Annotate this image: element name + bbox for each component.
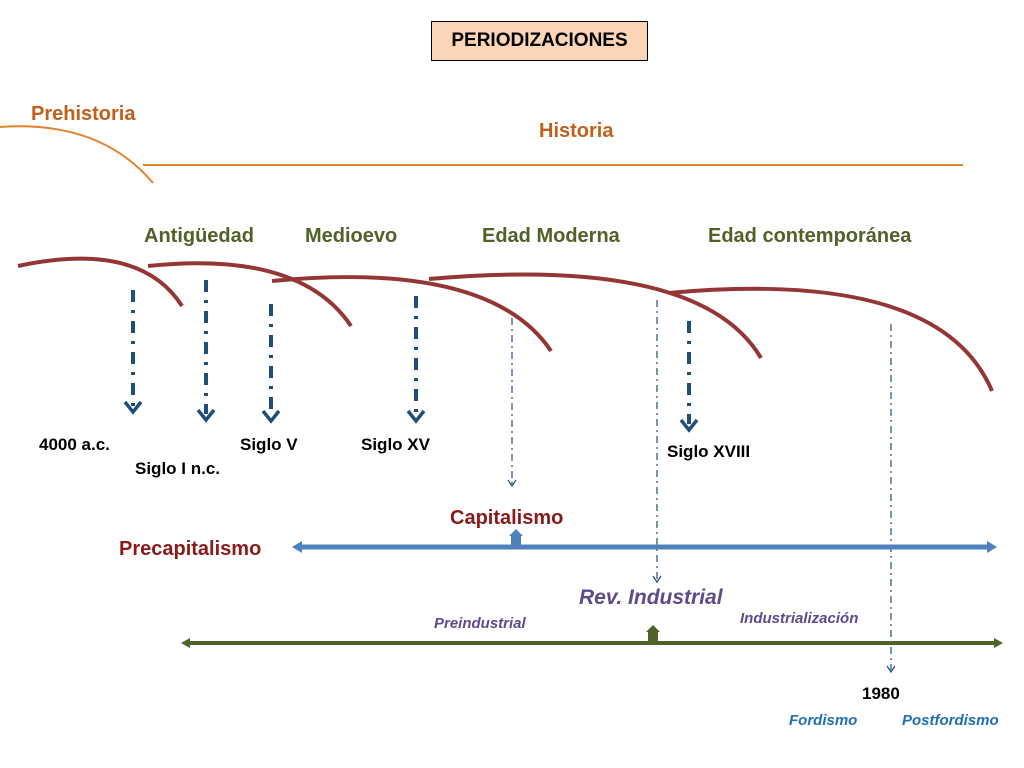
fordism-label: Fordismo [789,712,858,729]
contemporary-arc [668,286,994,392]
industrial-axis [181,625,1003,648]
antiquity-arc [17,256,184,308]
industrial-revolution-label: Rev. Industrial [579,586,723,609]
middle-ages-label: Medioevo [305,225,398,247]
date-siglo-v: Siglo V [240,435,298,454]
preindustrial-label: Preindustrial [434,615,526,632]
date-1980: 1980 [862,684,900,703]
capitalism-axis [292,529,997,553]
date-4000ac: 4000 a.c. [39,435,110,454]
history-label: Historia [539,120,614,142]
date-siglo-xviii: Siglo XVIII [667,442,751,461]
postfordism-label: Postfordismo [902,712,999,729]
antiquity-label: Antigüedad [144,225,254,247]
page-title: PERIODIZACIONES [431,21,648,61]
modern-age-label: Edad Moderna [482,225,620,247]
modern-arc [428,272,763,360]
prehistory-label: Prehistoria [31,103,136,125]
prehistory-curve [0,125,154,184]
precapitalism-label: Precapitalismo [119,538,262,560]
contemporary-age-label: Edad contemporánea [708,225,912,247]
capitalism-label: Capitalismo [450,507,564,529]
date-siglo-xv: Siglo XV [361,435,430,454]
middle-ages-arc [271,275,553,353]
antiquity2-arc [147,261,353,328]
date-siglo-i: Siglo I n.c. [135,459,221,478]
industrialization-label: Industrialización [740,610,859,627]
